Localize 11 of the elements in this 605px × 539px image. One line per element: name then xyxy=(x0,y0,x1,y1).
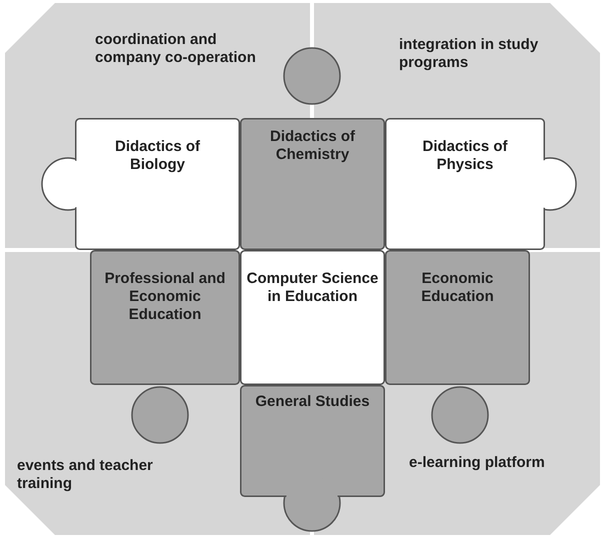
piece-label: Didactics of Physics xyxy=(421,138,509,174)
quadrant-label: e-learning platform xyxy=(409,454,546,472)
piece-label: Didactics of Chemistry xyxy=(268,128,356,164)
quadrant-label: coordination and company co-operation xyxy=(95,31,257,67)
piece-label: General Studies xyxy=(254,393,371,411)
piece-label: Computer Science in Education xyxy=(246,270,380,306)
piece-label: Professional and Economic Education xyxy=(104,270,226,324)
quadrant-label: events and teacher training xyxy=(17,457,154,493)
piece-label: Didactics of Biology xyxy=(114,138,202,174)
piece-label: Economic Education xyxy=(420,270,495,306)
quadrant-label: integration in study programs xyxy=(399,36,540,72)
